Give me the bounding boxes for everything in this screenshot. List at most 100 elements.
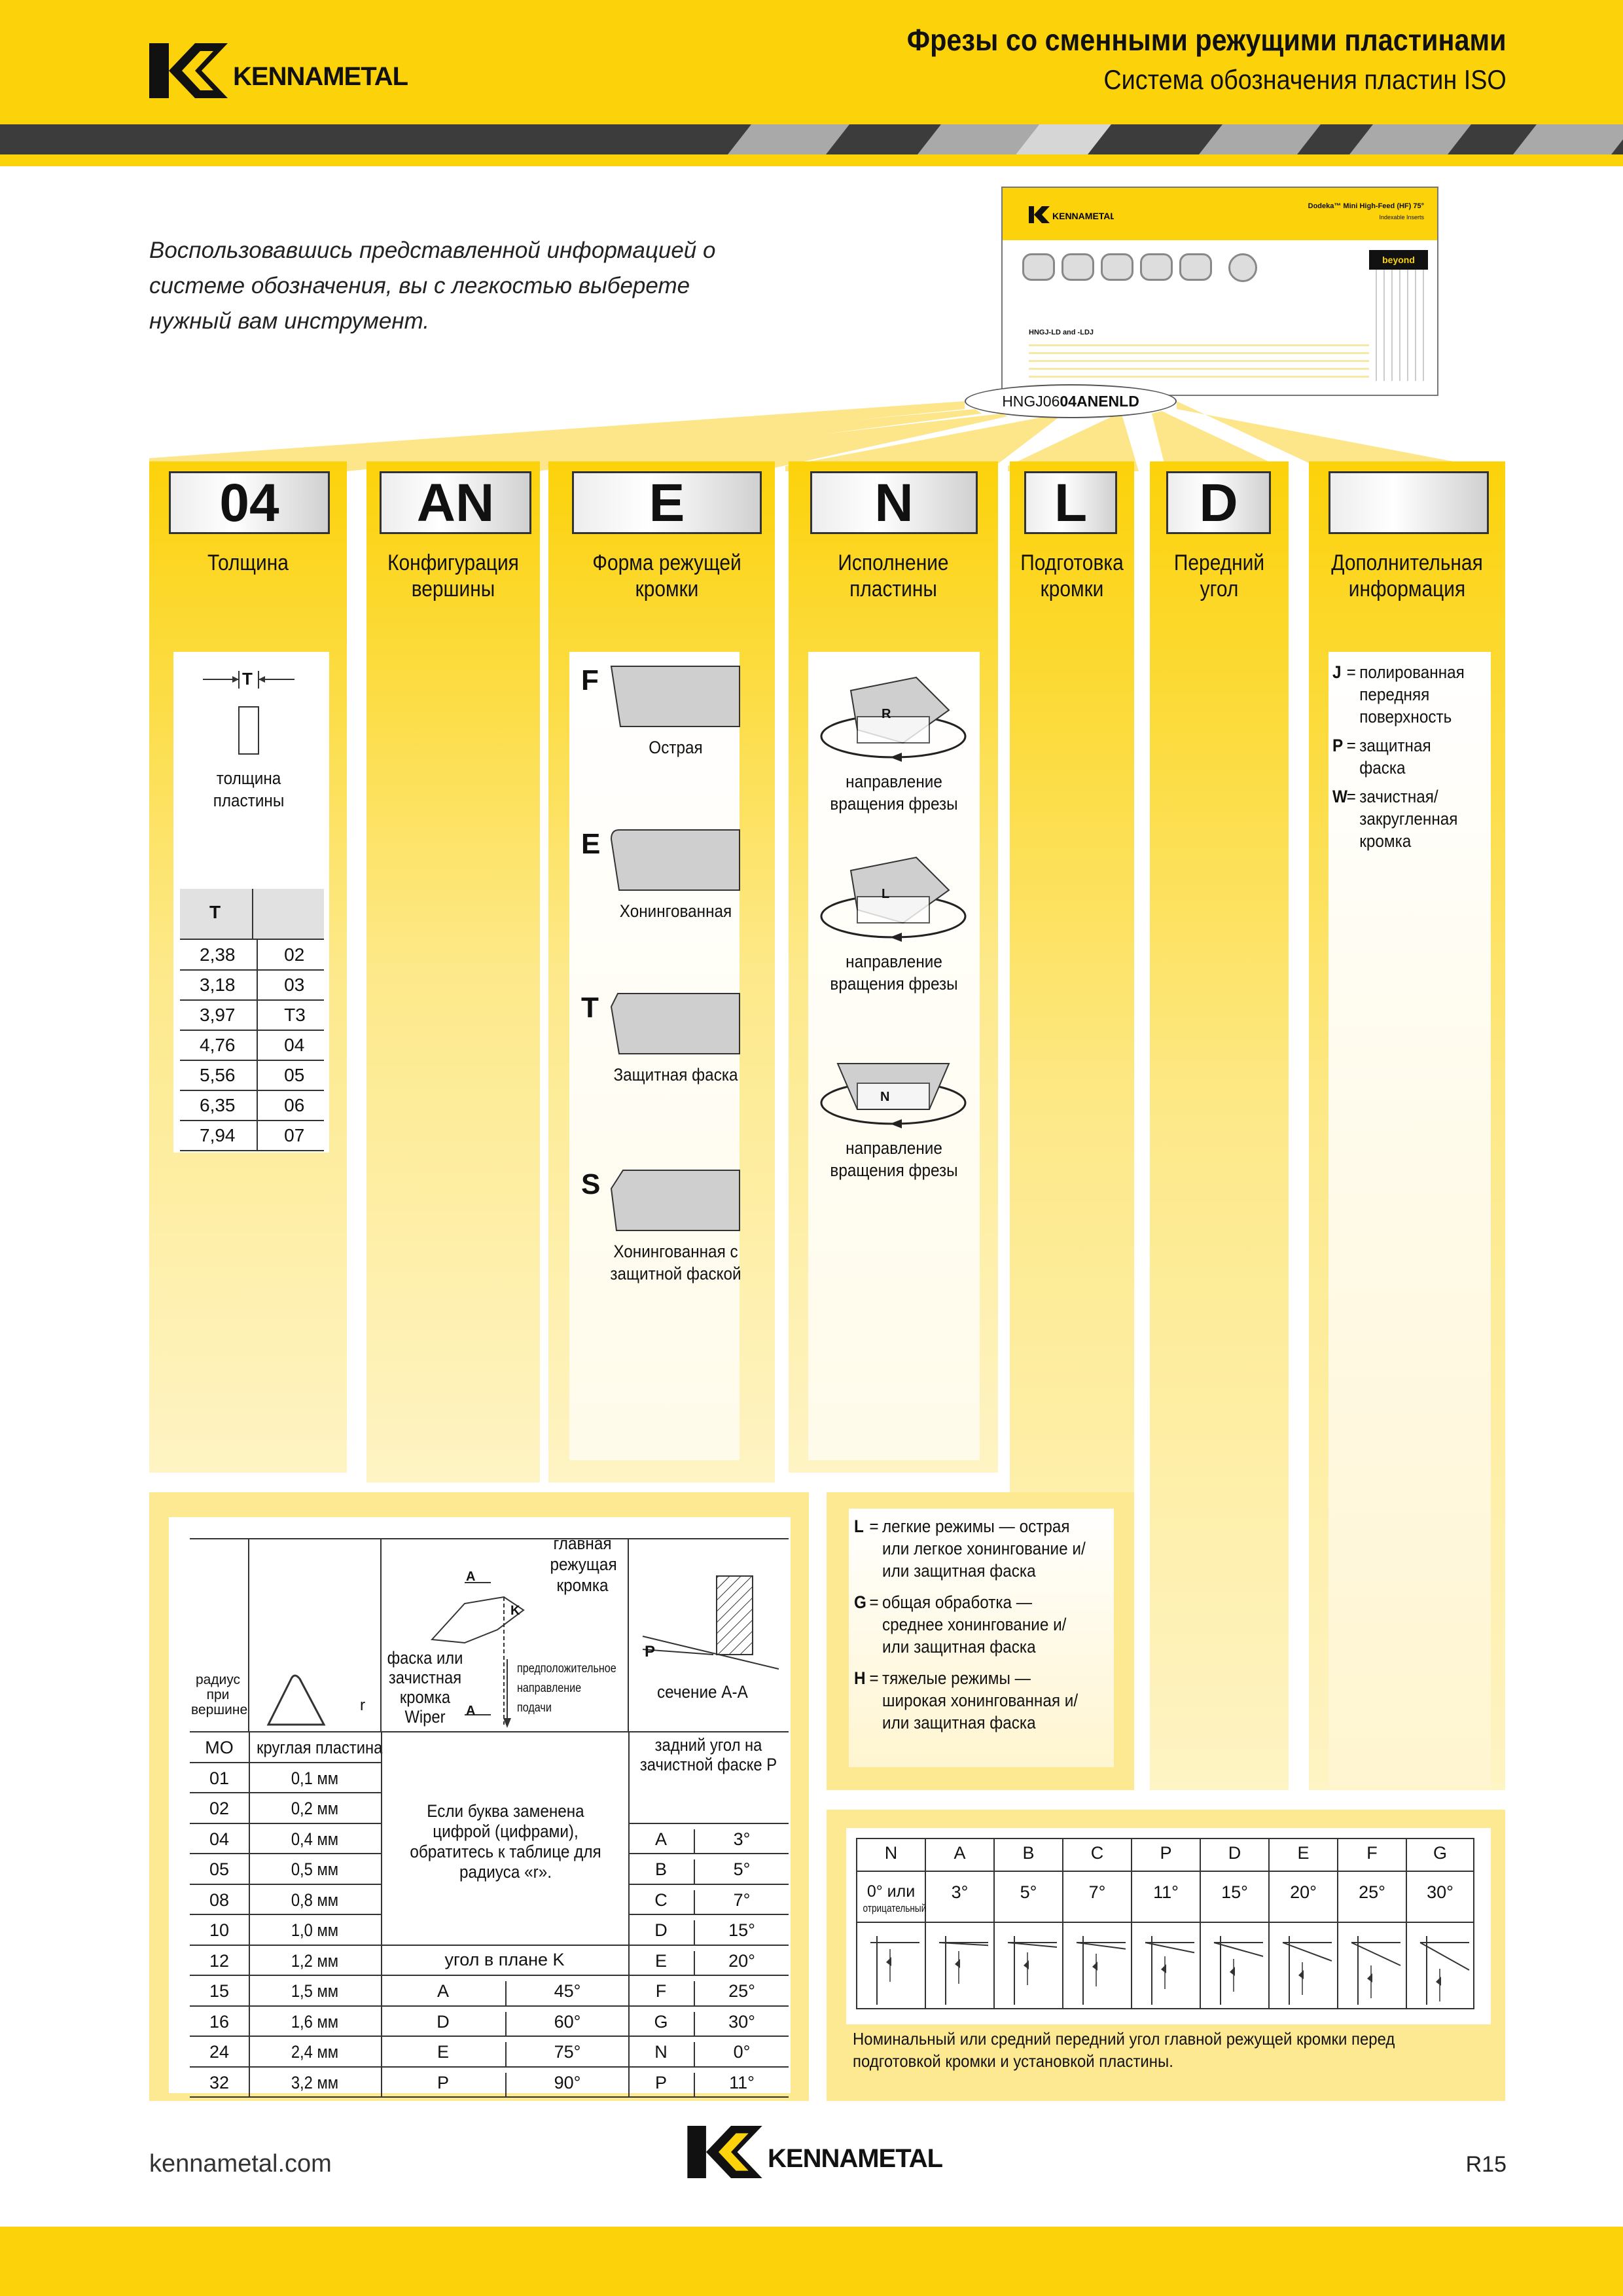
label-rake: Передний угол: [1173, 550, 1265, 601]
plan-code: D: [437, 2011, 450, 2032]
k-label: K: [510, 1604, 520, 1618]
edge-form-letter: T: [581, 992, 599, 1024]
rake-letter: P: [1160, 1843, 1172, 1863]
edge-form-text: Защитная фаска: [613, 1065, 738, 1085]
page-subtitle: Система обозначения пластин ISO: [1103, 64, 1507, 95]
thickness-code: 04: [257, 1030, 324, 1061]
radius-code: 10: [209, 1920, 230, 1940]
thumbnail-logo-icon: KENNAMETAL: [1029, 206, 1114, 223]
clearance-code: G: [654, 2011, 668, 2032]
thickness-value: 7,94: [180, 1121, 258, 1151]
main-edge-label: главная режущая кромка: [550, 1534, 617, 1595]
kennametal-logo[interactable]: KENNAMETAL: [149, 43, 408, 98]
radius-value: 0,2 мм: [291, 1799, 339, 1818]
edge-form-text: Хонингованная с защитной фаской: [610, 1242, 741, 1283]
example-code: HNGJ0604ANENLD: [965, 384, 1177, 418]
footer-logo[interactable]: KENNAMETAL: [687, 2126, 943, 2178]
clearance-code: C: [654, 1890, 668, 1910]
clearance-angle: 15°: [694, 1920, 789, 1945]
rotation-letter: R: [882, 707, 891, 721]
edge-form-letter: E: [581, 828, 601, 860]
label-thickness: Толщина: [207, 550, 289, 575]
edge-form-text: Хонингованная: [619, 901, 732, 921]
rotation-text: направление вращения фрезы: [830, 1138, 958, 1180]
thumbnail-subtitle: Indexable Inserts: [1379, 214, 1424, 221]
rake-letter: G: [1433, 1843, 1447, 1863]
clearance-code: P: [654, 2072, 667, 2092]
thickness-value: 4,76: [180, 1030, 258, 1061]
clearance-angle: 7°: [694, 1890, 789, 1914]
edge-form-card: [569, 652, 740, 1460]
plan-angle: 45°: [505, 1981, 628, 2005]
footer-band: [0, 2227, 1623, 2296]
plan-angle: 90°: [505, 2072, 628, 2096]
thickness-code: T3: [257, 1000, 324, 1031]
thickness-code: 07: [257, 1121, 324, 1151]
insert-rotation-icon: [812, 671, 975, 772]
edge-prep-key: H: [854, 1668, 866, 1688]
edge-prep-item: G=общая обработка — среднее хонингование…: [854, 1591, 1087, 1658]
additional-key: J: [1332, 662, 1342, 682]
rotation-text: направление вращения фрезы: [830, 952, 958, 994]
page-title: Фрезы со сменными режущими пластинами: [907, 23, 1507, 57]
radius-label: радиус при вершине: [191, 1672, 248, 1717]
radius-value: 0,8 мм: [291, 1890, 339, 1910]
radius-value: 2,4 мм: [291, 2042, 339, 2062]
table-row: 08 0,8 мм: [190, 1883, 381, 1914]
radius-code: 08: [209, 1890, 230, 1910]
edge-form-letter: S: [581, 1168, 601, 1200]
code-box-vertex: AN: [380, 471, 531, 534]
catalog-thumbnail[interactable]: KENNAMETAL Dodeka™ Mini High-Feed (HF) 7…: [1001, 187, 1438, 396]
thickness-value: 5,56: [180, 1060, 258, 1091]
edge-prep-item: L=легкие режимы — острая или легкое хони…: [854, 1516, 1086, 1581]
edge-prep-text: общая обработка — среднее хонингование и…: [882, 1592, 1067, 1657]
clearance-angle: 30°: [694, 2011, 789, 2036]
radius-value: 0,4 мм: [291, 1829, 339, 1849]
edge-prep-list: L=легкие режимы — острая или легкое хони…: [854, 1515, 1113, 1743]
plan-code: P: [437, 2072, 449, 2092]
additional-text: полированная передняя поверхность: [1359, 662, 1465, 726]
rake-card: [846, 1828, 1491, 2024]
thickness-value: 6,35: [180, 1090, 258, 1121]
radius-value: круглая пластина: [257, 1738, 383, 1757]
code-bold: 04ANENLD: [1060, 393, 1139, 410]
thickness-value: 2,38: [180, 940, 258, 971]
rake-letter: A: [954, 1843, 966, 1863]
a-label-top: A: [466, 1570, 476, 1584]
clearance-code: A: [654, 1829, 667, 1849]
rake-note: Номинальный или средний передний угол гл…: [853, 2029, 1395, 2071]
rake-angle: 30°: [1427, 1882, 1454, 1902]
clearance-angle: 20°: [694, 1950, 789, 1975]
table-row: C 7°: [628, 1883, 789, 1914]
rake-angle: 3°: [951, 1882, 969, 1902]
radius-value: 1,6 мм: [291, 2011, 339, 2032]
edge-prep-text: тяжелые режимы — широкая хонингованная и…: [882, 1668, 1079, 1732]
header-underline: [0, 154, 1623, 166]
brand-name: KENNAMETAL: [233, 62, 408, 91]
radius-value: 1,5 мм: [291, 1981, 339, 2001]
rake-angle-icon: [1132, 1923, 1200, 2008]
edge-prep-item: H=тяжелые режимы — широкая хонингованная…: [854, 1667, 1087, 1734]
edge-profile-icon: [610, 992, 741, 1058]
radius-value: 1,2 мм: [291, 1950, 339, 1971]
edge-profile-icon: [610, 665, 741, 731]
footer-url[interactable]: kennametal.com: [149, 2150, 332, 2178]
edge-form-text: Острая: [649, 738, 703, 757]
p-label: P: [645, 1643, 656, 1660]
